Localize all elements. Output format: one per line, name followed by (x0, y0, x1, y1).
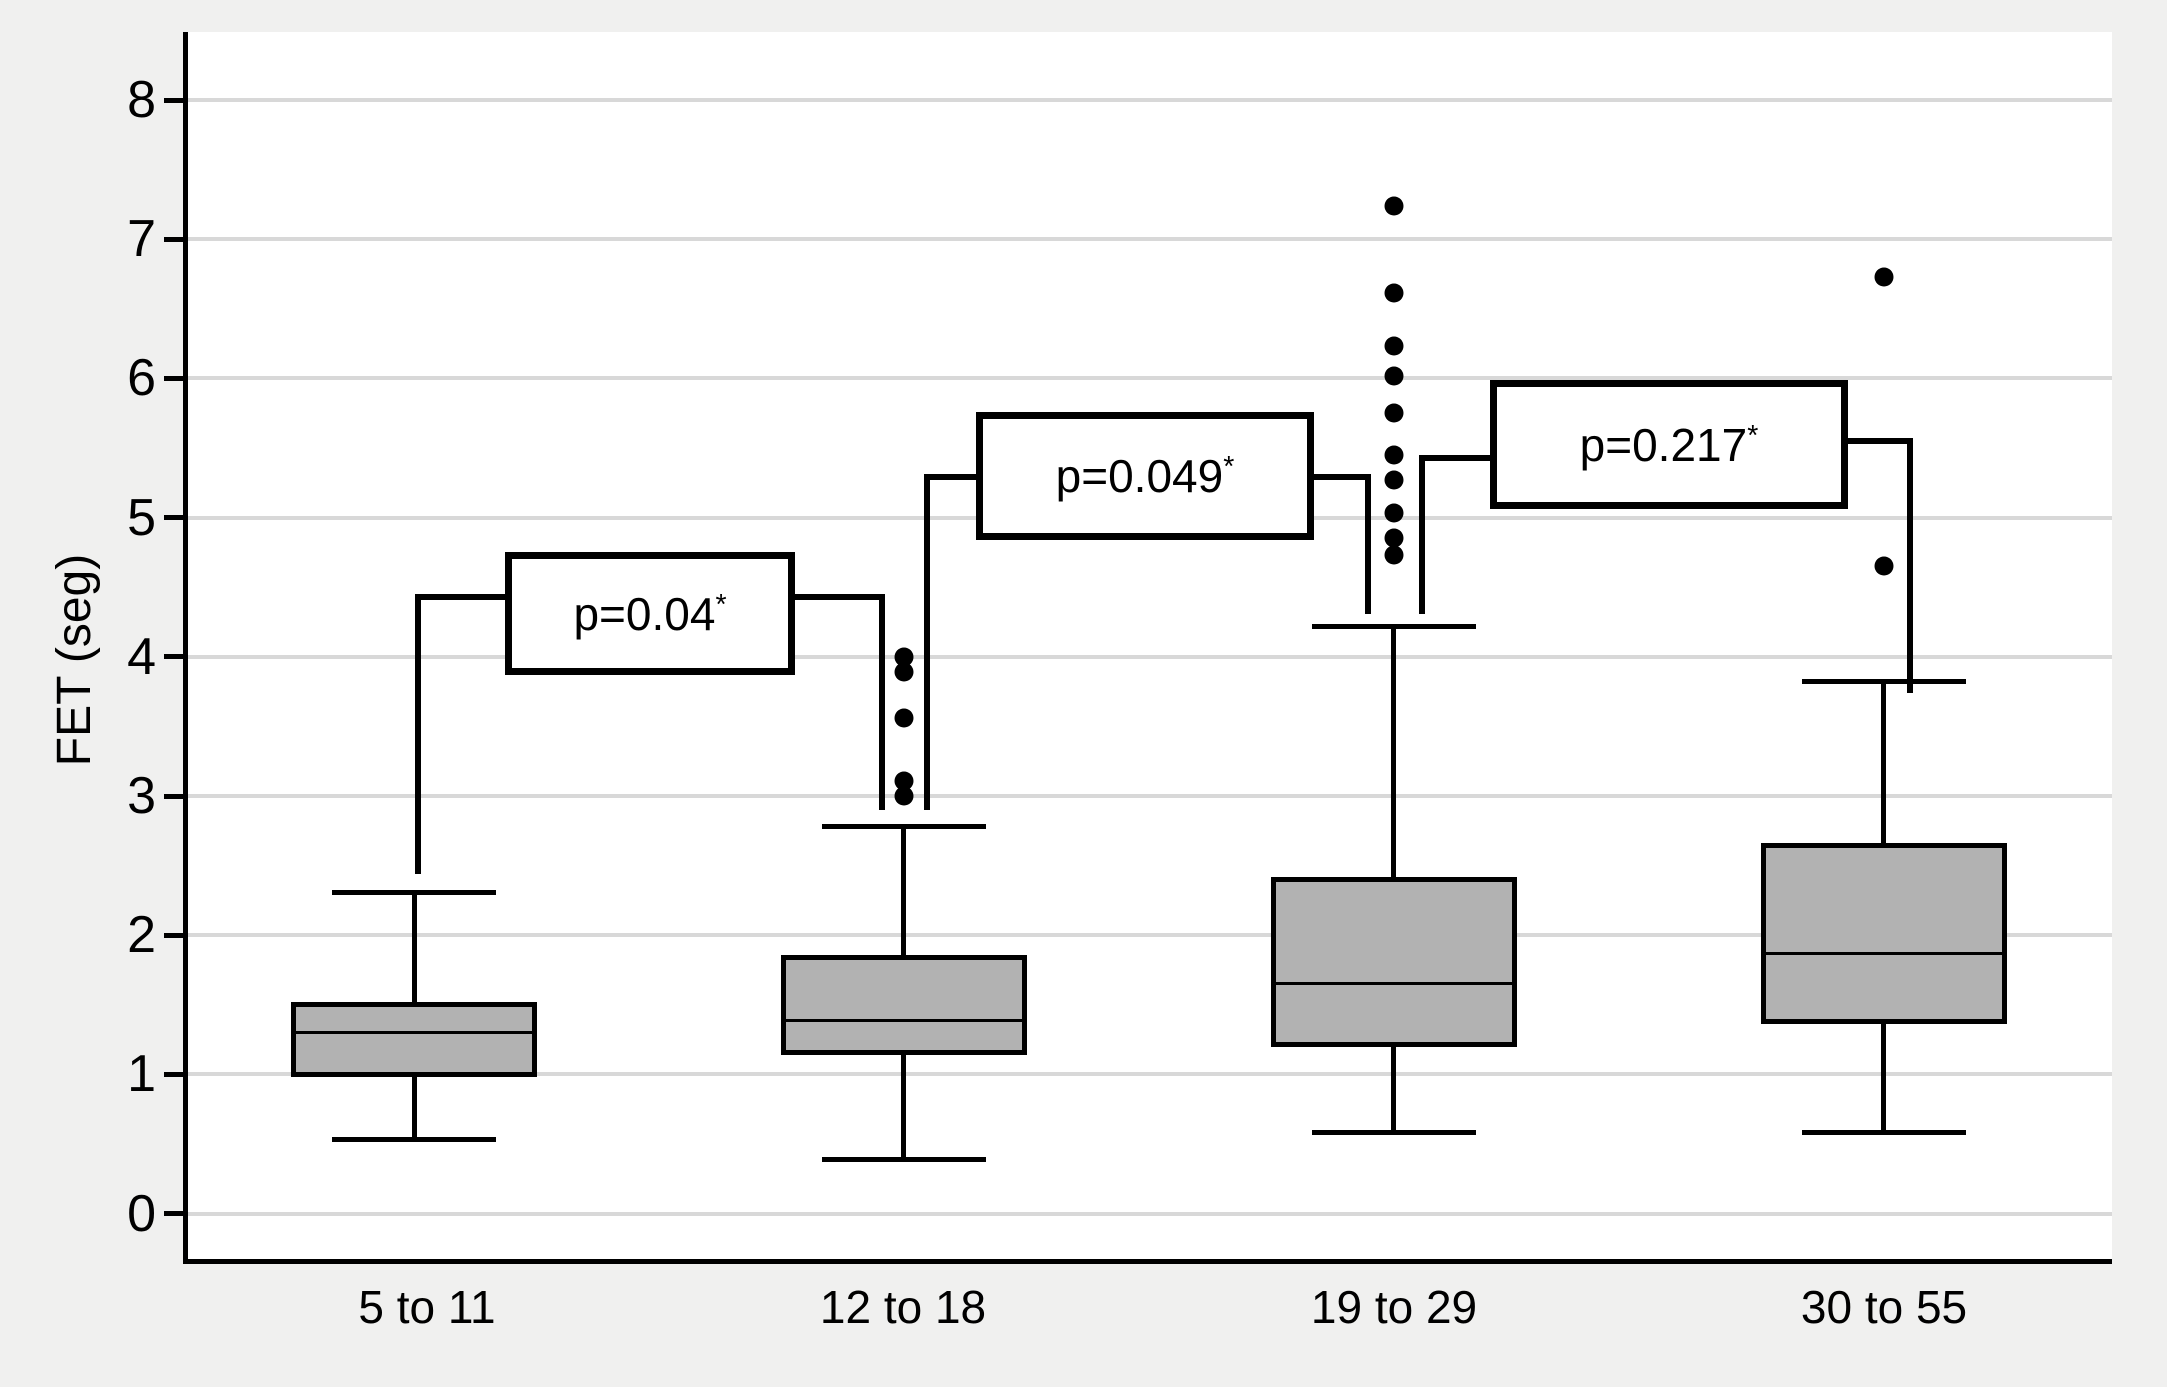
y-tick (164, 793, 187, 799)
significance-bracket-arm (879, 593, 885, 810)
significance-bracket-line (795, 593, 885, 600)
gridline (187, 794, 2112, 798)
p-value-text: p=0.217 (1579, 418, 1748, 471)
y-tick (164, 932, 187, 938)
significance-bracket-line (415, 593, 505, 600)
significance-bracket-arm (1419, 454, 1425, 614)
boxplot-whisker-cap (821, 1156, 986, 1162)
significance-asterisk: * (1223, 451, 1235, 484)
y-tick-label: 3 (127, 767, 156, 825)
significance-bracket-arm (415, 593, 421, 874)
x-axis-label: 30 to 55 (1800, 1281, 1968, 1333)
boxplot-median (1275, 982, 1512, 986)
outlier-dot (894, 786, 913, 806)
boxplot-box (1760, 843, 2007, 1025)
p-value-box: p=0.217* (1490, 379, 1848, 510)
boxplot-whisker-cap (332, 889, 496, 895)
boxplot-median (785, 1018, 1022, 1022)
y-axis-spine (183, 32, 188, 1264)
boxplot-whisker-cap (1801, 679, 1966, 685)
outlier-dot (894, 647, 913, 667)
y-tick-label: 5 (127, 488, 156, 547)
boxplot-whisker-cap (821, 824, 986, 830)
y-tick-label: 1 (127, 1045, 156, 1104)
boxplot-median (296, 1031, 532, 1035)
y-tick-label: 4 (127, 627, 156, 686)
significance-asterisk: * (1747, 419, 1759, 452)
p-value-label: p=0.04* (573, 591, 726, 637)
boxplot-whisker-cap (332, 1137, 496, 1143)
significance-asterisk: * (715, 588, 727, 621)
outlier-dot (1384, 336, 1403, 356)
boxplot-whisker-cap (1801, 1130, 1966, 1136)
outlier-dot (1384, 470, 1403, 490)
gridline (187, 654, 2112, 659)
significance-bracket-line (924, 474, 976, 481)
significance-bracket-arm (924, 474, 930, 810)
gridline (187, 98, 2112, 102)
significance-bracket-line (1314, 474, 1371, 481)
gridline (187, 237, 2112, 242)
y-tick (164, 1071, 187, 1077)
y-tick (164, 654, 187, 660)
outlier-dot (894, 708, 913, 728)
p-value-box: p=0.04* (505, 552, 795, 675)
gridline (187, 1072, 2112, 1077)
y-tick-label: 0 (127, 1184, 156, 1243)
outlier-dot (1384, 545, 1403, 565)
boxplot-box (291, 1002, 537, 1078)
outlier-dot (1384, 503, 1403, 523)
y-tick-label: 6 (127, 349, 156, 408)
boxplot-box (1270, 876, 1517, 1047)
x-axis-spine (183, 1259, 2112, 1264)
x-axis-label: 19 to 29 (1310, 1281, 1478, 1333)
outlier-dot (1384, 445, 1403, 465)
outlier-dot (1874, 267, 1893, 287)
y-tick (164, 375, 187, 381)
p-value-label: p=0.217* (1580, 422, 1759, 468)
outlier-dot (1384, 196, 1403, 216)
y-tick (164, 97, 187, 103)
y-tick-label: 2 (127, 906, 156, 965)
outlier-dot (1384, 283, 1403, 303)
y-tick (164, 515, 187, 521)
gridline (187, 376, 2112, 381)
boxplot-whisker-cap (1311, 1130, 1476, 1136)
y-tick (164, 1211, 187, 1217)
outlier-dot (894, 662, 913, 682)
y-tick-label: 7 (127, 210, 156, 269)
p-value-text: p=0.049 (1055, 449, 1224, 502)
gridline (187, 933, 2112, 938)
boxplot-whisker-cap (1311, 623, 1476, 629)
outlier-dot (894, 771, 913, 791)
p-value-text: p=0.04 (573, 587, 716, 640)
significance-bracket-line (1419, 454, 1490, 461)
outlier-dot (1384, 366, 1403, 386)
outlier-dot (1384, 403, 1403, 423)
y-tick-label: 8 (127, 71, 156, 129)
significance-bracket-arm (1907, 438, 1913, 693)
significance-bracket-line (1848, 438, 1913, 445)
gridline (187, 1211, 2112, 1216)
significance-bracket-arm (1365, 474, 1371, 614)
boxplot-median (1765, 951, 2002, 955)
outlier-dot (1384, 528, 1403, 548)
y-tick (164, 236, 187, 242)
outlier-dot (1874, 556, 1893, 576)
x-axis-label: 5 to 11 (358, 1281, 496, 1333)
p-value-box: p=0.049* (976, 411, 1314, 540)
boxplot-box (780, 954, 1027, 1055)
p-value-label: p=0.049* (1056, 453, 1235, 499)
x-axis-label: 12 to 18 (819, 1281, 987, 1333)
